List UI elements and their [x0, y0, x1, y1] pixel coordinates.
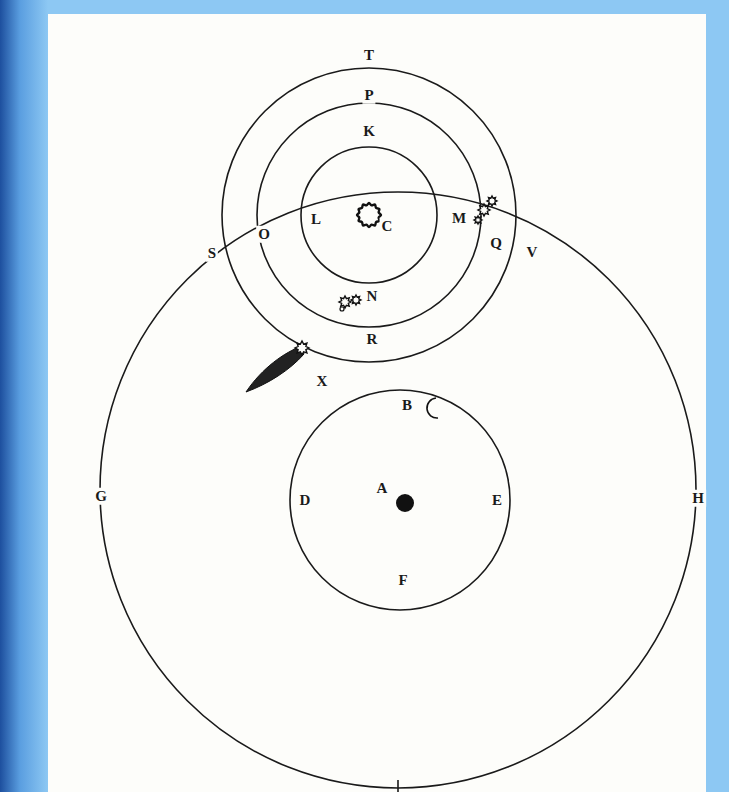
- paper-panel: [48, 14, 706, 792]
- jupiter-symbol: [487, 196, 497, 206]
- point-letter: K: [361, 123, 377, 140]
- point-letter: Q: [488, 235, 504, 252]
- point-letter: X: [315, 373, 330, 390]
- planet-symbols: [295, 196, 497, 355]
- mercury-symbol: [351, 295, 361, 305]
- sun-orbit-circle: [100, 192, 696, 788]
- point-letter: D: [298, 492, 313, 509]
- sun-symbol: [357, 203, 381, 227]
- point-letter: V: [525, 244, 540, 261]
- saturn-symbol: [474, 216, 482, 224]
- point-letter: M: [450, 210, 468, 227]
- comet-head: [295, 341, 309, 355]
- mars-symbol: [478, 204, 490, 216]
- point-letter: H: [690, 490, 706, 507]
- point-letter: G: [93, 488, 109, 505]
- venus-symbol: [339, 296, 351, 308]
- mars-symbol-shape: [478, 204, 490, 216]
- moon-orbit-circle: [290, 390, 510, 610]
- point-letter: R: [365, 331, 380, 348]
- moon-crescent: [427, 398, 438, 418]
- outer-planet-orbit: [222, 68, 516, 362]
- point-letter: L: [309, 211, 323, 228]
- jupiter-symbol-shape: [487, 196, 497, 206]
- comet-tail: [246, 346, 304, 392]
- saturn-symbol-shape: [474, 216, 482, 224]
- comet-head-shape: [295, 341, 309, 355]
- inner-planet-orbit: [301, 147, 437, 283]
- earth-dot: [396, 494, 414, 512]
- mercury-symbol-shape: [351, 295, 361, 305]
- planet-mark: [340, 307, 344, 311]
- point-letter: F: [396, 572, 409, 589]
- venus-symbol-shape: [339, 296, 351, 308]
- point-letter: N: [365, 288, 380, 305]
- point-letter: C: [380, 218, 395, 235]
- point-letter: B: [400, 397, 414, 414]
- bottom-tick: [397, 780, 399, 792]
- point-letter: A: [375, 480, 390, 497]
- point-letter: S: [206, 245, 218, 262]
- point-letter: P: [362, 87, 375, 104]
- middle-planet-orbit: [257, 103, 481, 327]
- point-letter: E: [490, 492, 504, 509]
- point-letter: O: [256, 226, 272, 243]
- point-letter: T: [362, 47, 376, 64]
